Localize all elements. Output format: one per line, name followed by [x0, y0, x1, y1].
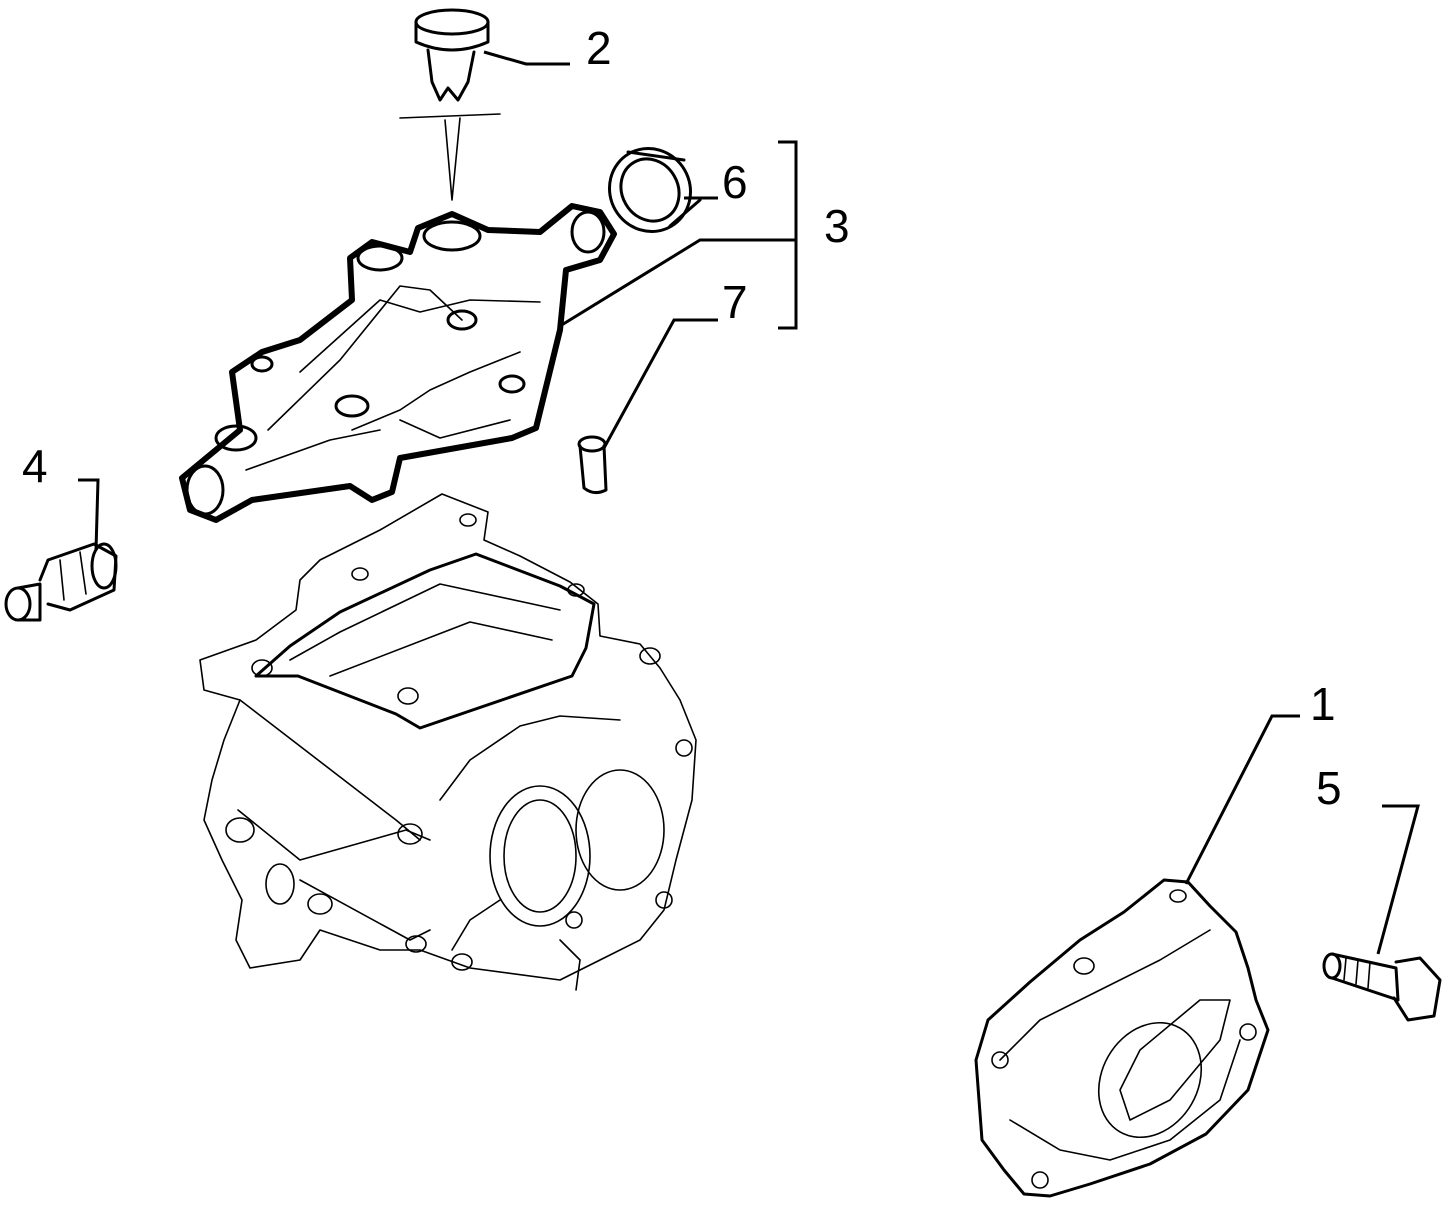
callout-7: 7: [722, 276, 748, 328]
part-6-seal-ring: [607, 146, 702, 234]
leader-5: [1376, 804, 1420, 955]
part-2-cap: [399, 8, 501, 201]
part-3-thermostat-housing: [179, 203, 617, 523]
callout-3: 3: [824, 200, 850, 252]
leader-1: [1184, 714, 1300, 885]
callout-4: 4: [22, 440, 48, 492]
part-5-bolt: [1322, 952, 1442, 1022]
gearbox-housing: [199, 493, 697, 991]
part-4-sensor: [4, 542, 118, 622]
leader-4: [78, 478, 100, 551]
callout-1: 1: [1310, 678, 1336, 730]
bracket-3: [778, 140, 798, 330]
leader-3: [559, 238, 796, 328]
callout-labels: 2 6 3 7 4 1 5: [22, 22, 1342, 814]
callout-5: 5: [1316, 762, 1342, 814]
leader-2: [483, 50, 570, 66]
leader-lines: [78, 50, 1420, 955]
leader-7: [602, 318, 718, 449]
part-1-cover: [974, 878, 1270, 1198]
callout-2: 2: [586, 22, 612, 74]
callout-6: 6: [722, 156, 748, 208]
part-7-sleeve: [577, 435, 608, 495]
